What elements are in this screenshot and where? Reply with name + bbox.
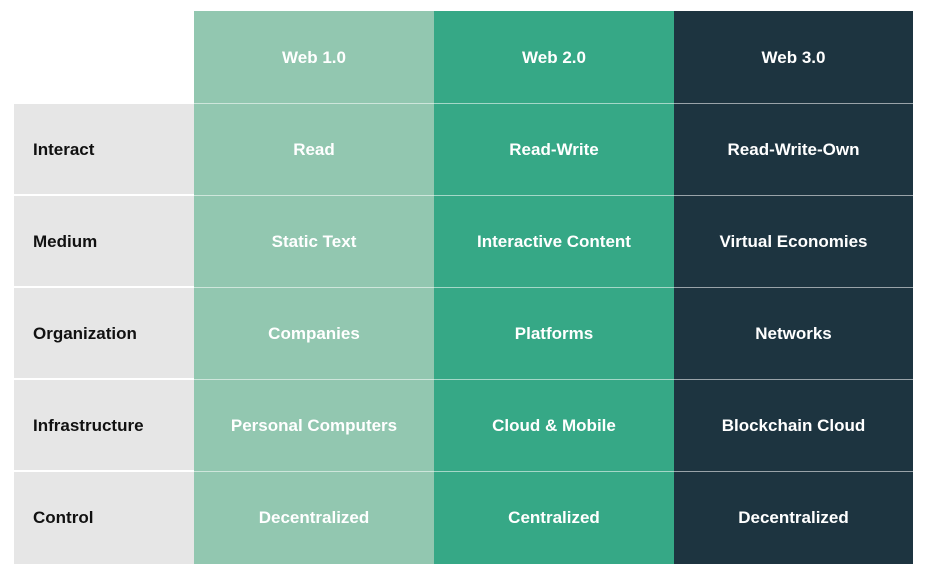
- cell-control-web1: Decentralized: [194, 472, 434, 564]
- row-divider: [194, 471, 913, 472]
- row-label-medium: Medium: [14, 196, 194, 288]
- cell-text: Virtual Economies: [719, 232, 868, 251]
- cell-control-web3: Decentralized: [674, 472, 913, 564]
- cell-organization-web2: Platforms: [434, 288, 674, 380]
- label-divider: [14, 194, 194, 196]
- row-divider: [194, 195, 913, 196]
- row-label-infrastructure: Infrastructure: [14, 380, 194, 472]
- row-divider: [194, 287, 913, 288]
- cell-text: Companies: [268, 324, 360, 343]
- label-divider: [14, 378, 194, 380]
- cell-text: Centralized: [508, 508, 600, 527]
- cell-text: Personal Computers: [230, 416, 398, 435]
- row-label-text: Organization: [33, 324, 137, 343]
- cell-medium-web3: Virtual Economies: [674, 196, 913, 288]
- cell-text: Networks: [755, 324, 832, 343]
- cell-text: Read-Write-Own: [727, 140, 860, 159]
- cell-interact-web3: Read-Write-Own: [674, 104, 913, 196]
- cell-interact-web1: Read: [194, 104, 434, 196]
- row-label-control: Control: [14, 472, 194, 564]
- cell-control-web2: Centralized: [434, 472, 674, 564]
- web-comparison-table: Web 1.0 Web 2.0 Web 3.0 Interact Read Re…: [14, 11, 913, 564]
- label-divider: [14, 286, 194, 288]
- cell-organization-web1: Companies: [194, 288, 434, 380]
- cell-organization-web3: Networks: [674, 288, 913, 380]
- label-divider: [14, 470, 194, 472]
- row-divider: [194, 379, 913, 380]
- cell-text: Cloud & Mobile: [492, 416, 616, 435]
- cell-text: Decentralized: [258, 508, 370, 527]
- header-web1: Web 1.0: [194, 11, 434, 104]
- row-label-organization: Organization: [14, 288, 194, 380]
- row-label-text: Medium: [33, 232, 98, 251]
- cell-medium-web2: Interactive Content: [434, 196, 674, 288]
- cell-infrastructure-web2: Cloud & Mobile: [434, 380, 674, 472]
- header-web2: Web 2.0: [434, 11, 674, 104]
- cell-text: Decentralized: [738, 508, 849, 527]
- cell-medium-web1: Static Text: [194, 196, 434, 288]
- cell-text: Platforms: [514, 324, 594, 343]
- cell-text: Blockchain Cloud: [721, 416, 866, 435]
- cell-infrastructure-web1: Personal Computers: [194, 380, 434, 472]
- row-label-text: Control: [33, 508, 94, 527]
- row-label-interact: Interact: [14, 104, 194, 196]
- row-divider: [194, 103, 913, 104]
- header-web3-label: Web 3.0: [761, 47, 826, 67]
- cell-text: Read: [293, 140, 335, 159]
- header-web1-label: Web 1.0: [282, 47, 346, 67]
- header-web3: Web 3.0: [674, 11, 913, 104]
- cell-text: Read-Write: [509, 140, 599, 159]
- cell-interact-web2: Read-Write: [434, 104, 674, 196]
- row-label-text: Interact: [33, 140, 95, 159]
- header-web2-label: Web 2.0: [522, 47, 586, 67]
- row-label-text: Infrastructure: [33, 416, 144, 435]
- cell-infrastructure-web3: Blockchain Cloud: [674, 380, 913, 472]
- cell-text: Interactive Content: [477, 232, 631, 251]
- cell-text: Static Text: [271, 232, 357, 251]
